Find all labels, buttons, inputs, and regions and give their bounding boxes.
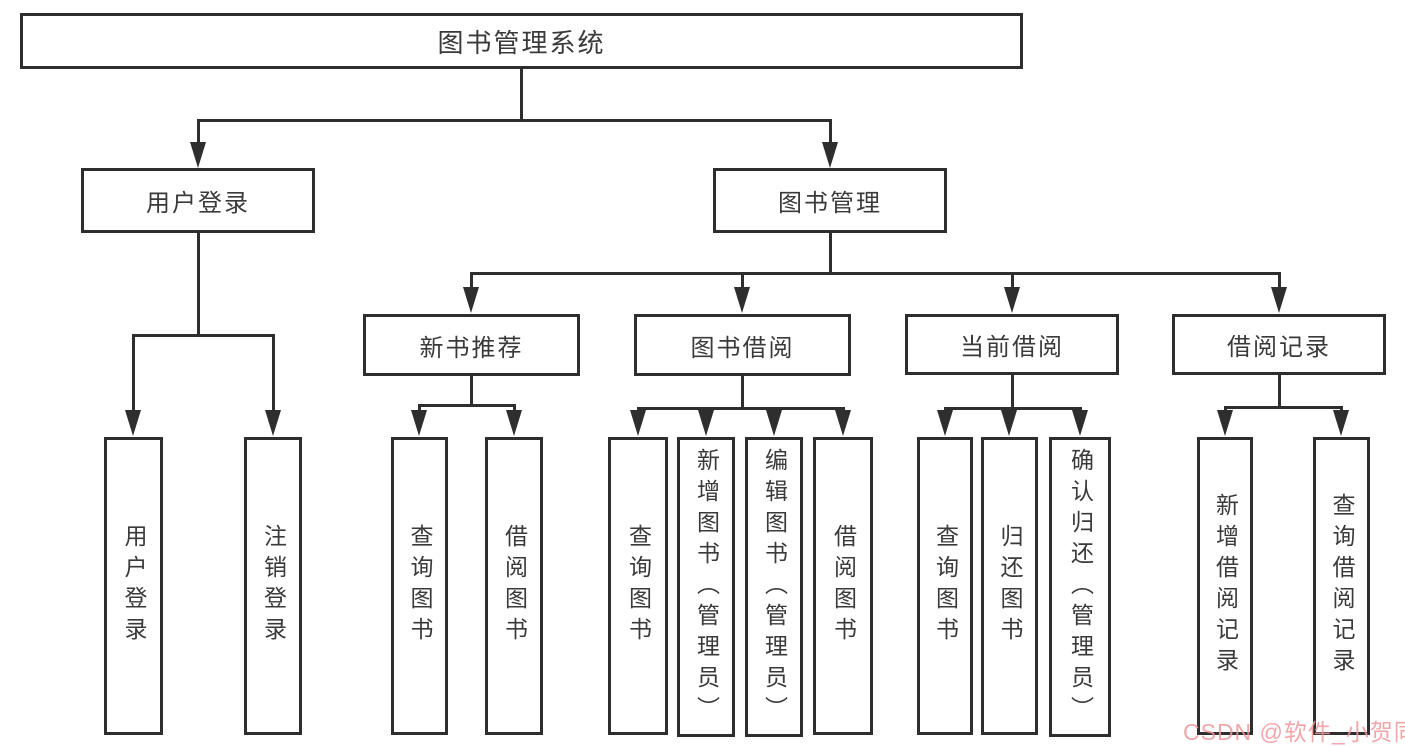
arrow-down-icon	[190, 142, 206, 168]
csdn-watermark: CSDN @软件_小贺同学	[1183, 719, 1405, 745]
node-leaf-add-books: 新增图书（管理员）	[677, 437, 735, 737]
arrow-down-icon	[630, 410, 646, 436]
node-leaf-return-books: 归还图书	[981, 437, 1038, 735]
book-management-split-trunk-line	[828, 233, 832, 273]
new-book-split-trunk-line	[469, 376, 473, 405]
node-leaf-query-books-2: 查询图书	[608, 437, 668, 735]
arrow-down-icon	[411, 410, 427, 436]
node-leaf-add-record: 新增借阅记录	[1197, 437, 1253, 735]
arrow-down-icon	[1217, 410, 1233, 436]
current-borrow-split-trunk-line	[1010, 375, 1014, 408]
arrow-down-icon	[1333, 410, 1349, 436]
node-book-borrow: 图书借阅	[634, 314, 851, 376]
arrow-down-icon	[1072, 410, 1088, 436]
arrow-down-icon	[937, 410, 953, 436]
new-book-split-bar-line	[417, 403, 516, 407]
arrow-down-icon	[1004, 287, 1020, 313]
book-borrow-split-trunk-line	[740, 376, 744, 408]
arrow-down-icon	[822, 142, 838, 168]
book-borrow-split-bar-line	[636, 406, 845, 410]
book-management-split-arrow-stem	[1277, 273, 1281, 295]
node-leaf-query-record: 查询借阅记录	[1313, 437, 1370, 735]
node-new-book-recommend: 新书推荐	[363, 314, 580, 376]
node-leaf-query-books-3: 查询图书	[917, 437, 973, 735]
book-management-split-arrow-stem	[1010, 273, 1014, 295]
node-current-borrow: 当前借阅	[905, 314, 1119, 375]
arrow-down-icon	[506, 410, 522, 436]
arrow-down-icon	[1001, 410, 1017, 436]
book-management-split-arrow-stem	[740, 273, 744, 295]
node-leaf-borrow-books-2: 借阅图书	[813, 437, 873, 735]
arrow-down-icon	[463, 287, 479, 313]
node-leaf-query-books-1: 查询图书	[391, 437, 448, 735]
node-user-login: 用户登录	[81, 168, 315, 233]
node-leaf-logout: 注销登录	[244, 437, 302, 735]
root-split-arrow-stem	[828, 120, 832, 150]
arrow-down-icon	[265, 410, 281, 436]
node-root: 图书管理系统	[20, 13, 1023, 69]
node-leaf-confirm-return: 确认归还（管理员）	[1049, 437, 1111, 737]
root-split-trunk-line	[519, 69, 523, 120]
user-login-split-bar-line	[131, 333, 275, 337]
user-login-split-arrow-stem	[271, 335, 275, 418]
user-login-split-trunk-line	[196, 233, 200, 335]
node-borrow-records: 借阅记录	[1172, 314, 1386, 375]
node-leaf-edit-books: 编辑图书（管理员）	[745, 437, 803, 737]
arrow-down-icon	[766, 410, 782, 436]
book-management-split-arrow-stem	[469, 273, 473, 295]
borrow-records-split-bar-line	[1223, 405, 1343, 409]
arrow-down-icon	[698, 410, 714, 436]
arrow-down-icon	[1271, 287, 1287, 313]
node-book-management: 图书管理	[713, 168, 947, 233]
borrow-records-split-trunk-line	[1277, 375, 1281, 407]
book-management-split-bar-line	[469, 271, 1281, 275]
root-split-arrow-stem	[196, 120, 200, 150]
root-split-bar-line	[196, 118, 832, 122]
arrow-down-icon	[125, 410, 141, 436]
current-borrow-split-bar-line	[943, 406, 1082, 410]
node-leaf-user-login: 用户登录	[104, 437, 163, 735]
user-login-split-arrow-stem	[131, 335, 135, 418]
arrow-down-icon	[835, 410, 851, 436]
node-leaf-borrow-books-1: 借阅图书	[485, 437, 543, 735]
arrow-down-icon	[734, 287, 750, 313]
